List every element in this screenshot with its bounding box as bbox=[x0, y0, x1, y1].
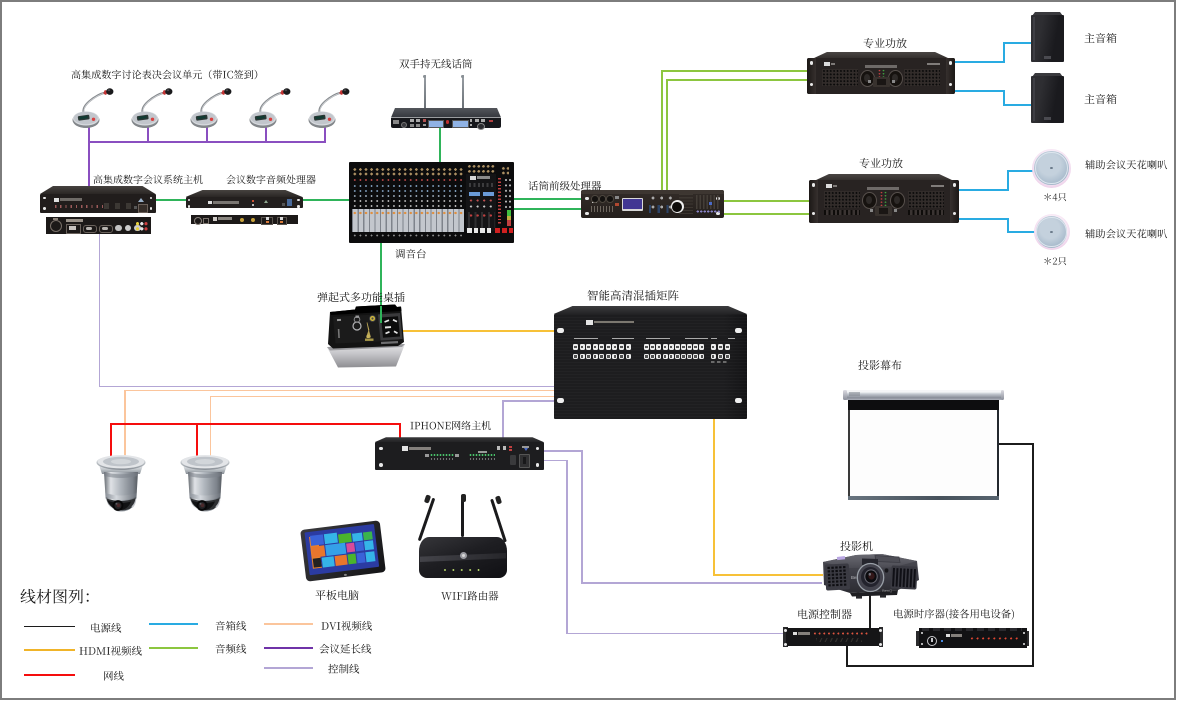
svg-text:BenQ: BenQ bbox=[882, 588, 892, 593]
